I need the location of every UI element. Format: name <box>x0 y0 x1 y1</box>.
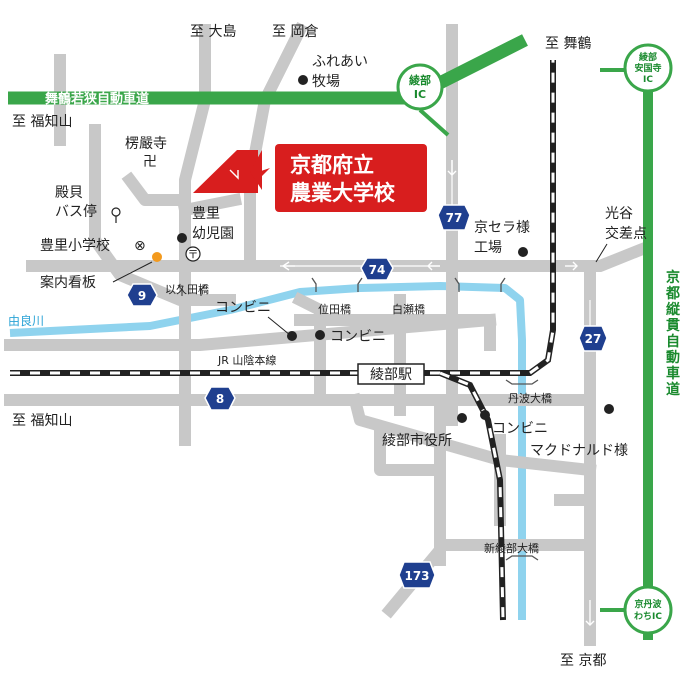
expressway-kyoto-glyph: 自 <box>666 333 680 350</box>
route-74-label: 74 <box>369 263 386 277</box>
road-direction-arrows <box>281 74 595 626</box>
poi-rogonji: 楞嚴寺 卍 <box>125 136 167 170</box>
signboard-icon <box>152 252 162 262</box>
temple-icon: 卍 <box>143 154 157 170</box>
poi-kyocera: 京セラ様 工場 <box>474 220 530 257</box>
station-ayabe: 綾部駅 <box>357 363 425 385</box>
direction-to-oshima: 至 大島 <box>190 24 236 40</box>
conveni-3-label: コンビニ <box>492 421 548 437</box>
ic-ayabe-line2: IC <box>414 88 426 101</box>
railway-jr-sanin <box>10 60 556 621</box>
ic-ayabe-ankokuji: 綾部 安国寺 IC <box>623 43 673 93</box>
bridge-ida: 位田橋 <box>318 302 351 316</box>
ic-ayabe-line1: 綾部 <box>409 73 431 87</box>
route-sign-173: 173 <box>398 561 436 589</box>
bridge-ikuta: 以久田橋 <box>165 282 209 296</box>
direction-to-okakura: 至 岡倉 <box>272 24 318 40</box>
poi-fureai-farm: ふれあい 牧場 <box>298 54 368 90</box>
destination-line1: 京都府立 <box>290 153 374 177</box>
kindergarten-line1: 豊里 <box>192 206 220 222</box>
ic-kyotamba-wachi: 京丹波 わちIC <box>623 585 673 635</box>
conveni-1-label: コンビニ <box>215 300 271 316</box>
route-sign-9: 9 <box>126 283 158 307</box>
conveni-2-label: コンビニ <box>330 329 386 345</box>
expressway-label-maizuru: 舞鶴若狭自動車道 <box>44 91 149 107</box>
road-route-9 <box>89 124 236 306</box>
bus-stop-line1: 殿貝 <box>55 185 83 201</box>
destination-line2: 農業大学校 <box>290 181 396 205</box>
ic-ayabe: 綾部 IC <box>396 63 444 111</box>
road-route-74 <box>26 242 648 272</box>
school-icon: ⊗ <box>134 238 146 254</box>
elementary-label: 豊里小学校 <box>40 237 110 254</box>
route-sign-77: 77 <box>437 204 471 231</box>
poi-conveni-2: コンビニ <box>315 329 386 345</box>
signboard-label: 案内看板 <box>40 274 96 291</box>
road-route-173 <box>381 539 446 619</box>
ic-wachi-line2: わちIC <box>634 611 662 622</box>
route-sign-74: 74 <box>360 257 394 281</box>
expressway-kyoto-glyph: 動 <box>666 349 680 366</box>
bridge-shin-ayabe: 新綾部大橋 <box>484 541 539 555</box>
expressway-kyoto-glyph: 都 <box>665 286 680 302</box>
direction-to-maizuru: 至 舞鶴 <box>545 35 591 52</box>
kindergarten-line2: 幼児園 <box>192 226 234 242</box>
bridge-markers <box>177 277 539 561</box>
post-office-icon: 〒 <box>188 248 199 261</box>
city-office-label: 綾部市役所 <box>382 432 452 449</box>
ic-wachi-line1: 京丹波 <box>634 598 662 610</box>
direction-to-fukuchiyama-lower: 至 福知山 <box>12 412 72 429</box>
poi-koutani-intersection: 光谷 交差点 <box>595 206 647 263</box>
bridge-tanba: 丹波大橋 <box>508 391 552 405</box>
kyocera-line2: 工場 <box>474 240 502 256</box>
bus-stop-icon <box>111 207 121 217</box>
kyocera-line1: 京セラ様 <box>474 220 530 236</box>
expressway-kyoto-glyph: 京 <box>666 269 680 286</box>
station-label: 綾部駅 <box>370 367 412 383</box>
expressway-kyoto-glyph: 貫 <box>666 318 680 334</box>
ic-ankokuji-line2: 安国寺 <box>634 62 661 74</box>
direction-to-kyoto: 至 京都 <box>560 653 606 669</box>
route-9-label: 9 <box>138 289 146 303</box>
ic-ankokuji-line1: 綾部 <box>639 51 657 63</box>
bus-stop-line2: バス停 <box>55 203 97 220</box>
bridge-shirase: 白瀬橋 <box>392 302 425 316</box>
poi-toyosato-elementary: 豊里小学校 ⊗ <box>40 237 146 254</box>
jr-line-label: JR 山陰本線 <box>217 353 276 367</box>
route-27-label: 27 <box>585 332 602 346</box>
route-173-label: 173 <box>404 569 429 583</box>
koutani-line1: 光谷 <box>605 206 633 222</box>
poi-conveni-3: コンビニ <box>480 410 548 437</box>
fureai-line1: ふれあい <box>312 54 368 70</box>
route-77-label: 77 <box>446 211 463 225</box>
fureai-line2: 牧場 <box>312 74 340 90</box>
river-label: 由良川 <box>8 313 44 328</box>
poi-city-office: 綾部市役所 <box>382 413 467 449</box>
koutani-line2: 交差点 <box>605 225 647 242</box>
poi-mcdonalds: マクドナルド様 <box>530 404 628 459</box>
poi-toyosato-kindergarten: 豊里 幼児園 〒 <box>177 206 234 262</box>
route-sign-8: 8 <box>204 386 236 411</box>
rogonji-label: 楞嚴寺 <box>125 136 167 152</box>
mcdonalds-label: マクドナルド様 <box>530 443 628 459</box>
ic-ankokuji-line3: IC <box>643 75 653 85</box>
route-sign-27: 27 <box>578 325 608 352</box>
poi-signboard: 案内看板 <box>40 252 162 291</box>
expressway-kyoto-glyph: 縦 <box>666 301 681 318</box>
expressway-kyoto-glyph: 車 <box>666 365 680 382</box>
direction-to-fukuchiyama-upper: 至 福知山 <box>12 113 72 130</box>
route-8-label: 8 <box>216 392 224 406</box>
destination-marker: 京都府立 農業大学校 <box>193 144 427 212</box>
expressway-kyoto-glyph: 道 <box>666 381 680 398</box>
poi-tonokai-bus-stop: 殿貝 バス停 <box>55 185 121 223</box>
poi-conveni-1: コンビニ <box>215 300 297 341</box>
